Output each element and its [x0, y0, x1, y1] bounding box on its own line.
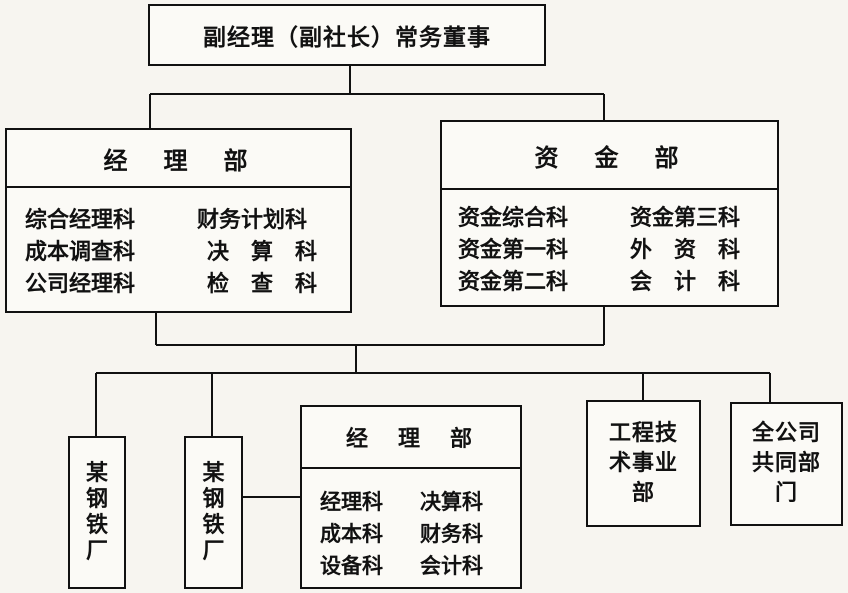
section-label: 检 查 科 [207, 272, 318, 297]
common-dept-line: 共同部 [751, 451, 821, 476]
plant-manager-dept-title: 经 理 部 [345, 427, 476, 452]
list-item: 资金综合科 资金第三科 [458, 200, 767, 232]
section-label: 经理科 [320, 490, 383, 514]
list-item: 资金第二科 会 计 科 [458, 264, 767, 296]
plant-a-char: 厂 [85, 538, 108, 564]
common-dept-line: 全公司 [751, 421, 821, 446]
fund-dept-box: 资 金 部 资金综合科 资金第三科 资金第一科 外 资 科 资金第二科 会 计 … [440, 120, 779, 307]
section-label: 财务科 [420, 522, 483, 546]
plant-a-label: 某 钢 铁 厂 [70, 438, 124, 587]
list-item: 综合经理科 财务计划科 [25, 202, 340, 234]
manager-dept-box: 经 理 部 综合经理科 财务计划科 成本调查科 决 算 科 公司经理科 检 查 … [5, 128, 352, 313]
engineering-dept-box: 工程技 术事业 部 [586, 400, 701, 527]
plant-a-char: 钢 [85, 486, 108, 512]
plant-b-char: 厂 [202, 538, 225, 564]
plant-b-label: 某 钢 铁 厂 [186, 438, 241, 587]
section-label: 决算科 [420, 490, 483, 514]
section-label: 资金第一科 [458, 238, 569, 263]
list-item: 成本调查科 决 算 科 [25, 234, 340, 266]
engineering-dept-label: 工程技 术事业 部 [588, 402, 699, 525]
common-dept-label: 全公司 共同部 门 [732, 404, 841, 524]
list-item: 资金第一科 外 资 科 [458, 232, 767, 264]
manager-dept-title: 经 理 部 [103, 146, 254, 175]
plant-b-box: 某 钢 铁 厂 [184, 436, 243, 589]
section-label: 资金第三科 [630, 206, 741, 231]
engineering-dept-line: 部 [631, 480, 655, 506]
engineering-dept-line: 工程技 [608, 420, 678, 446]
section-label: 公司经理科 [25, 272, 136, 297]
plant-manager-dept-list: 经理科 决算科 成本科 财务科 设备科 会计科 [302, 471, 520, 587]
top-executive-box: 副经理（副社长）常务董事 [148, 4, 546, 66]
plant-manager-dept-header: 经 理 部 [302, 407, 520, 469]
plant-a-char: 铁 [85, 512, 108, 538]
section-label: 综合经理科 [25, 208, 136, 233]
section-label: 成本调查科 [25, 240, 136, 265]
list-item: 设备科 会计科 [320, 549, 512, 581]
section-label: 资金第二科 [458, 270, 569, 295]
list-item: 成本科 财务科 [320, 517, 512, 549]
section-label: 外 资 科 [630, 238, 741, 263]
section-label: 设备科 [320, 554, 383, 578]
section-label: 资金综合科 [458, 206, 569, 231]
manager-dept-header: 经 理 部 [7, 130, 350, 188]
fund-dept-list: 资金综合科 资金第三科 资金第一科 外 资 科 资金第二科 会 计 科 [442, 192, 777, 305]
section-label: 决 算 科 [207, 240, 318, 265]
section-label: 成本科 [320, 522, 383, 546]
list-item: 经理科 决算科 [320, 485, 512, 517]
plant-b-char: 某 [202, 460, 225, 486]
fund-dept-header: 资 金 部 [442, 122, 777, 190]
manager-dept-list: 综合经理科 财务计划科 成本调查科 决 算 科 公司经理科 检 查 科 [7, 190, 350, 311]
section-label: 会计科 [420, 554, 483, 578]
common-dept-line: 门 [774, 481, 798, 506]
fund-dept-title: 资 金 部 [534, 143, 685, 172]
plant-b-char: 铁 [202, 512, 225, 538]
plant-a-char: 某 [85, 460, 108, 486]
top-executive-title: 副经理（副社长）常务董事 [203, 25, 491, 51]
engineering-dept-line: 术事业 [608, 450, 678, 476]
list-item: 公司经理科 检 查 科 [25, 266, 340, 298]
common-dept-box: 全公司 共同部 门 [730, 402, 843, 526]
plant-a-box: 某 钢 铁 厂 [68, 436, 126, 589]
plant-manager-dept-box: 经 理 部 经理科 决算科 成本科 财务科 设备科 会计科 [300, 405, 522, 589]
plant-b-char: 钢 [202, 486, 225, 512]
section-label: 财务计划科 [197, 208, 308, 233]
section-label: 会 计 科 [630, 270, 741, 295]
